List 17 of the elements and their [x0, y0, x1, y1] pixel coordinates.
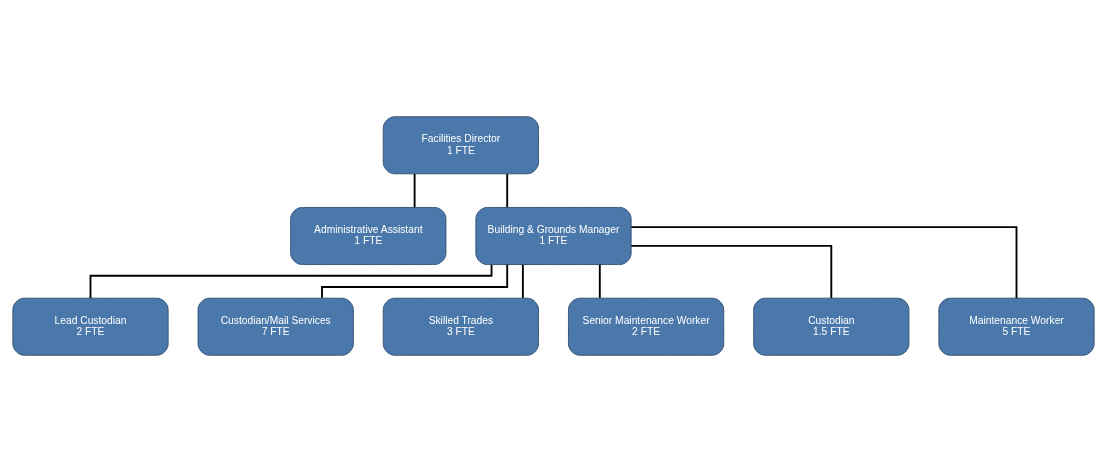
- node-box: Skilled Trades 3 FTE: [382, 297, 539, 356]
- node-box: Building & Grounds Manager 1 FTE: [475, 206, 632, 265]
- node-box: Lead Custodian 2 FTE: [12, 297, 169, 356]
- node-box: Custodian 1.5 FTE: [753, 297, 910, 356]
- connector: [413, 172, 416, 208]
- node-box: Custodian/Mail Services 7 FTE: [197, 297, 354, 356]
- connector: [321, 263, 509, 299]
- node-box: Facilities Director 1 FTE: [382, 115, 539, 174]
- connector: [506, 172, 509, 208]
- connector: [630, 244, 833, 299]
- connector: [89, 263, 493, 299]
- node-box: Maintenance Worker 5 FTE: [938, 297, 1095, 356]
- connector: [598, 263, 601, 299]
- node-box: Senior Maintenance Worker 2 FTE: [568, 297, 725, 356]
- node-box: Administrative Assistant 1 FTE: [290, 206, 447, 265]
- connector: [630, 225, 1018, 299]
- connector: [521, 263, 524, 299]
